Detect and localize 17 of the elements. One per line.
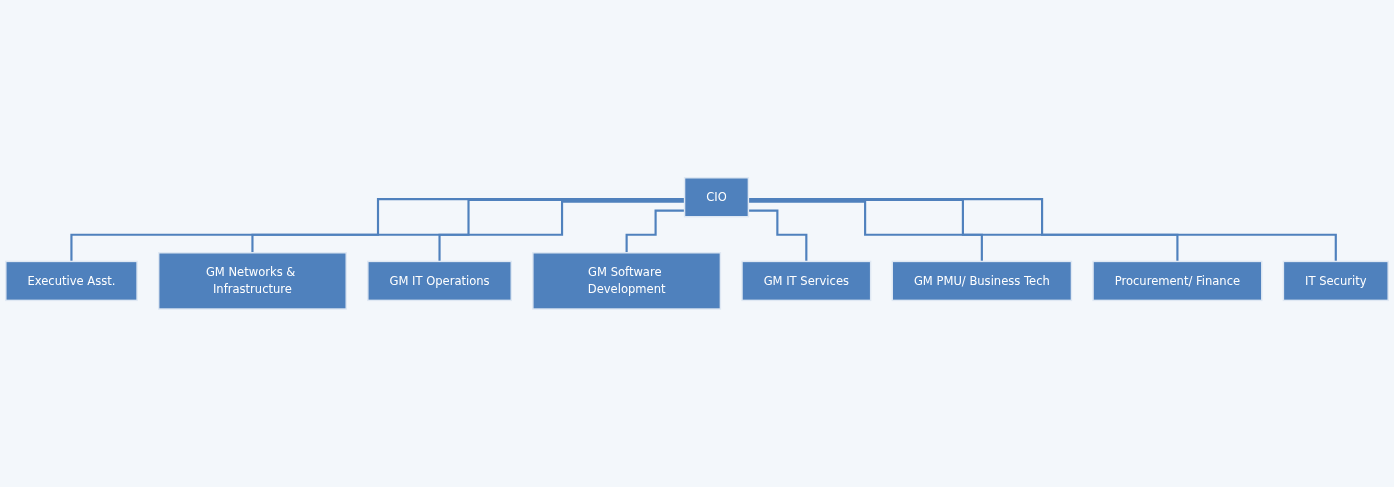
connector (748, 198, 1337, 263)
node-box: GM IT Operations (367, 260, 512, 302)
node-box: Executive Asst. (5, 260, 138, 302)
connector (251, 198, 685, 254)
node-box: GM Networks & Infrastructure (157, 252, 347, 310)
node-box: CIO (683, 177, 750, 218)
node-box: GM PMU/ Business Tech (891, 260, 1073, 302)
node-box: Procurement/ Finance (1092, 260, 1263, 302)
connector (748, 198, 1179, 263)
node-box: GM Software Development (532, 252, 722, 310)
connector (748, 209, 808, 263)
connector (70, 198, 685, 263)
connector (625, 209, 685, 254)
node-box: GM IT Services (741, 260, 872, 302)
connector (438, 200, 685, 263)
connector (748, 200, 983, 263)
node-box: IT Security (1282, 260, 1389, 302)
